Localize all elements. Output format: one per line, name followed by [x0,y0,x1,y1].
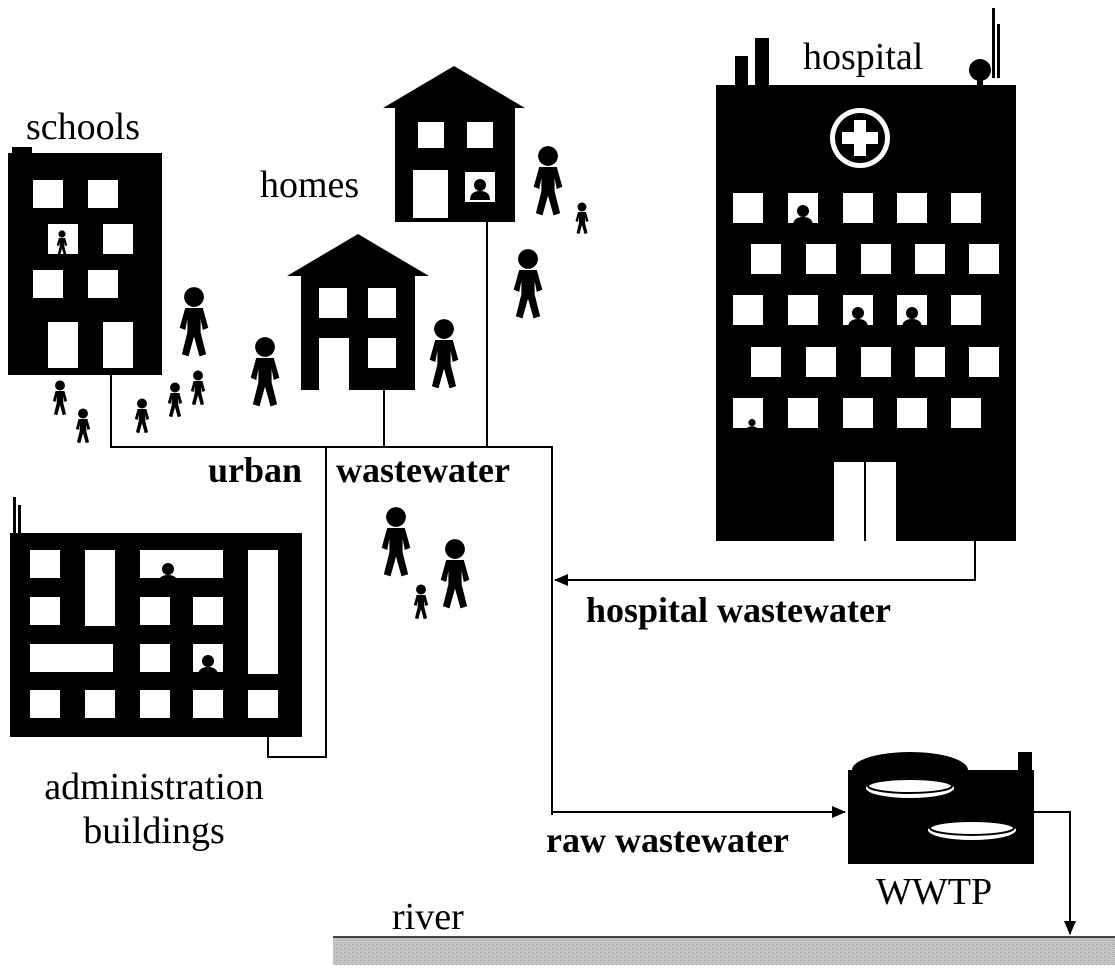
raw-wastewater-label: raw wastewater [546,820,789,860]
home-building-upper [383,66,525,222]
wwtp-label: WWTP [876,871,993,913]
schools-building [8,147,162,375]
wastewater-label: wastewater [336,450,510,490]
homes-label: homes [260,164,360,206]
administration-label-line2: buildings [83,810,225,852]
hospital-building [716,8,1016,541]
hospital-label: hospital [803,36,924,78]
schools-label: schools [26,106,140,148]
river-label: river [392,896,464,938]
river [333,936,1115,965]
hospital-wastewater-label: hospital wastewater [586,590,891,630]
pipe-network [110,222,1076,935]
home-building-lower [287,234,429,390]
administration-building [10,497,302,737]
wwtp-plant [848,752,1034,864]
urban-label: urban [208,450,303,490]
administration-label-line1: administration [44,766,264,808]
